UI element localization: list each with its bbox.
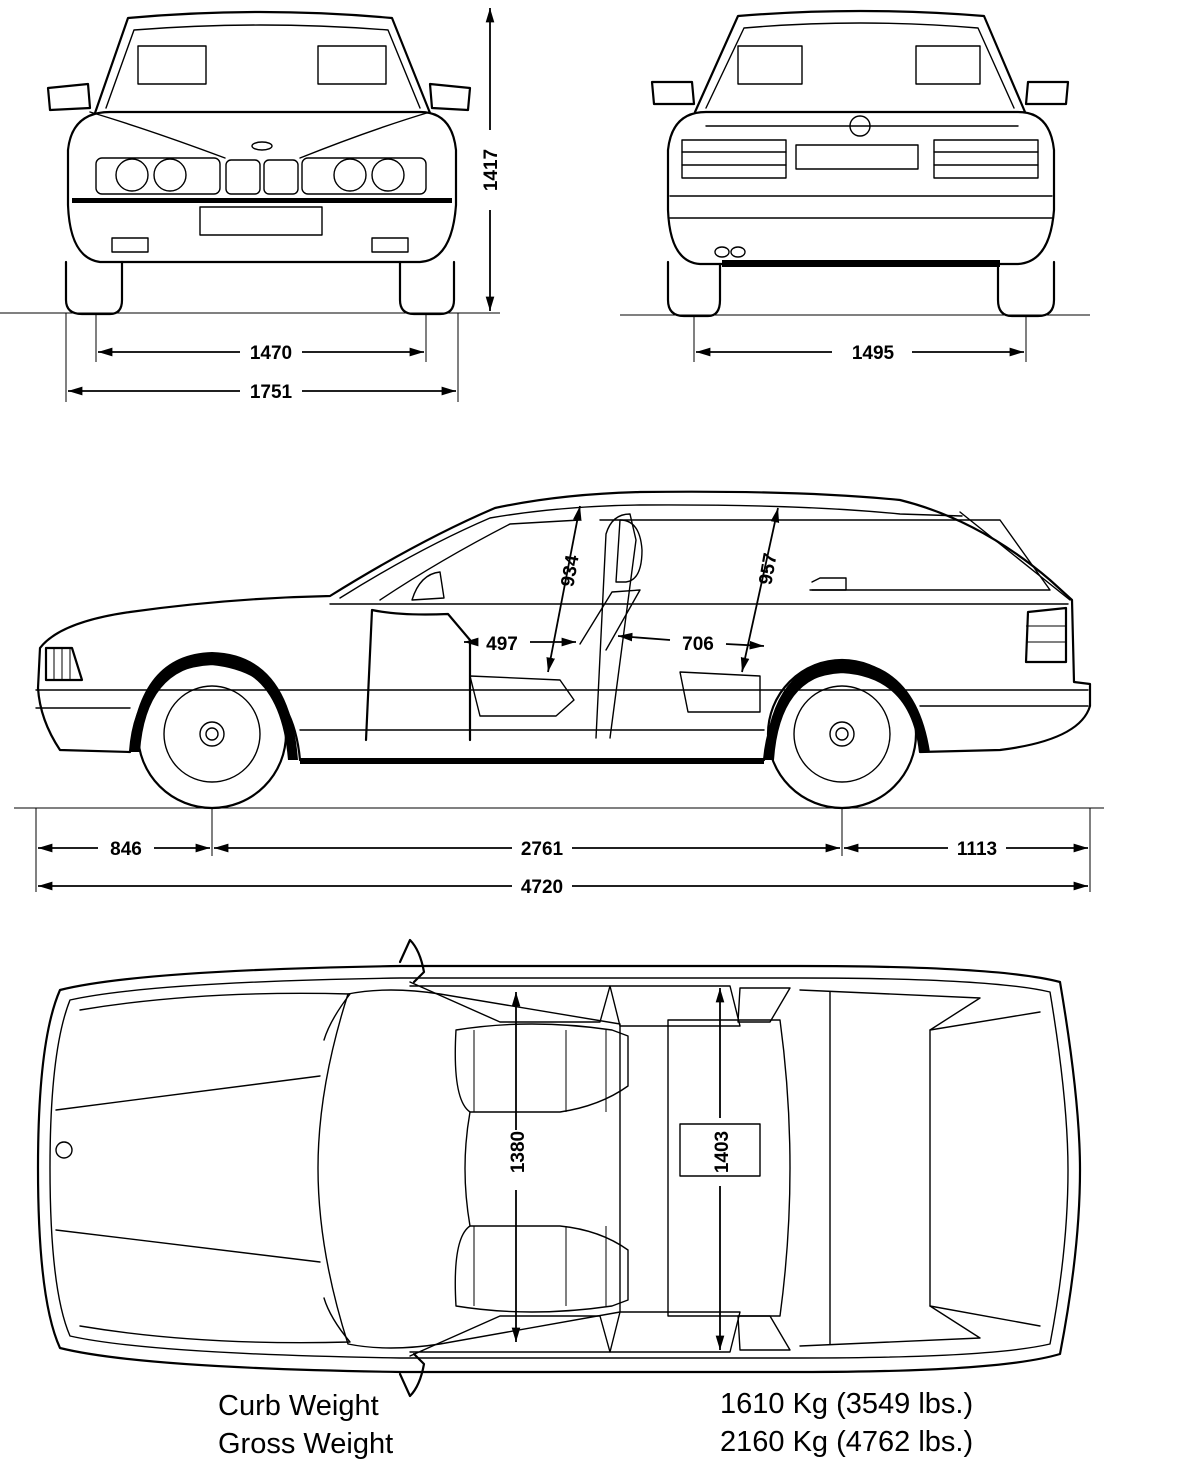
front-overhang-label: 846 <box>110 839 142 860</box>
front-track-label: 1470 <box>250 343 292 364</box>
height-label: 1417 <box>481 149 502 191</box>
curb-weight-label: Curb Weight <box>218 1390 379 1422</box>
gross-weight-label: Gross Weight <box>218 1428 394 1460</box>
side-view: 934 957 497 706 846 2761 1113 4720 <box>14 490 1104 898</box>
top-view: 1380 1403 <box>36 938 1082 1398</box>
front-view: 1470 1751 1417 <box>0 7 502 403</box>
legroom-rear-label: 706 <box>682 634 714 655</box>
rear-overhang-label: 1113 <box>957 839 997 860</box>
shoulder-rear-label: 1403 <box>712 1131 733 1173</box>
rear-track-label: 1495 <box>852 343 895 364</box>
legroom-front-label: 497 <box>486 634 518 655</box>
roof-front-label: 934 <box>557 553 583 588</box>
roof-rear-label: 957 <box>755 552 781 587</box>
gross-weight-value: 2160 Kg (4762 lbs.) <box>720 1426 974 1458</box>
overall-width-label: 1751 <box>250 382 293 403</box>
rear-view: 1495 <box>620 9 1090 364</box>
wheelbase-label: 2761 <box>521 839 564 860</box>
overall-length-label: 4720 <box>521 877 563 898</box>
shoulder-front-label: 1380 <box>508 1131 529 1173</box>
curb-weight-value: 1610 Kg (3549 lbs.) <box>720 1388 974 1420</box>
